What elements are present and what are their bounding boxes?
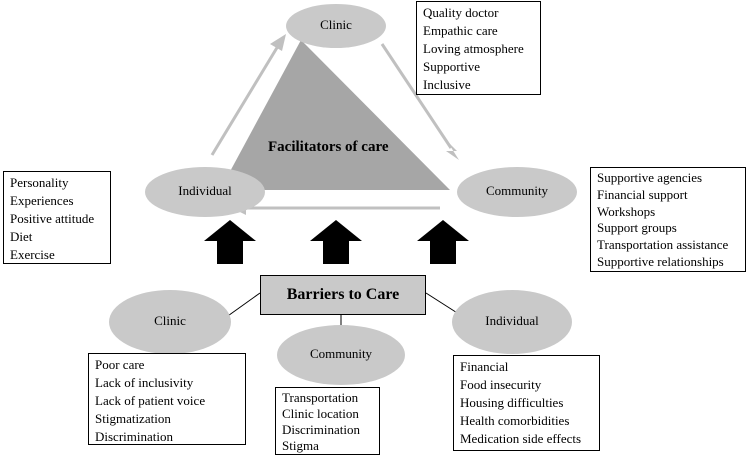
- list-item: Financial support: [597, 186, 688, 202]
- arrow-clinic-to-community: [380, 43, 453, 149]
- list-item: Personality: [10, 175, 69, 190]
- barriers-title: Barriers to Care: [286, 286, 400, 303]
- barrier-individual-list: Financial Food insecurity Housing diffic…: [453, 355, 600, 451]
- list-item: Lack of patient voice: [95, 393, 206, 408]
- list-item: Medication side effects: [460, 431, 582, 446]
- up-arrow-left: [204, 220, 256, 264]
- facilitators-title: Facilitators of care: [268, 139, 389, 155]
- list-item: Housing difficulties: [460, 395, 564, 410]
- list-item: Clinic location: [282, 406, 359, 421]
- up-arrow-center: [310, 220, 362, 264]
- arrow-individual-to-clinic-head: [270, 34, 286, 51]
- barrier-clinic-label: Clinic: [154, 313, 186, 328]
- list-item: Health comorbidities: [460, 413, 570, 428]
- list-item: Diet: [10, 229, 33, 244]
- facilitator-individual-list: Personality Experiences Positive attitud…: [3, 171, 111, 264]
- barriers-title-box: Barriers to Care: [260, 275, 426, 315]
- barrier-community-list: Transportation Clinic location Discrimin…: [275, 387, 380, 455]
- facilitator-community-label: Community: [485, 183, 549, 198]
- list-item: Loving atmosphere: [423, 41, 524, 56]
- up-arrow-right: [417, 220, 469, 264]
- facilitator-community-list: Supportive agencies Financial support Wo…: [590, 167, 746, 272]
- arrow-individual-to-clinic: [210, 45, 280, 156]
- facilitator-clinic-list: Quality doctor Empathic care Loving atmo…: [416, 1, 541, 95]
- connector-barriers-clinic: [224, 292, 261, 319]
- list-item: Food insecurity: [460, 377, 542, 392]
- list-item: Experiences: [10, 193, 74, 208]
- list-item: Supportive agencies: [597, 170, 703, 185]
- barrier-individual-ellipse: [452, 290, 572, 354]
- facilitators-triangle: [220, 40, 450, 190]
- list-item: Supportive relationships: [597, 253, 724, 269]
- list-item: Financial: [460, 359, 509, 374]
- facilitator-clinic-ellipse: [286, 4, 386, 48]
- list-item: Inclusive: [423, 77, 471, 92]
- facilitator-community-ellipse: [457, 167, 577, 217]
- list-item: Poor care: [95, 357, 145, 372]
- list-item: Quality doctor: [423, 5, 499, 20]
- list-item: Empathic care: [423, 23, 498, 38]
- list-item: Positive attitude: [10, 211, 95, 226]
- list-item: Discrimination: [282, 422, 360, 437]
- facilitator-individual-ellipse: [145, 167, 265, 217]
- facilitator-clinic-label: Clinic: [320, 17, 352, 32]
- list-item: Transportation assistance: [597, 237, 729, 253]
- list-item: Workshops: [597, 203, 656, 219]
- list-item: Exercise: [10, 247, 55, 262]
- arrow-clinic-to-community-head: [446, 141, 459, 160]
- barrier-individual-label: Individual: [485, 313, 539, 328]
- barrier-clinic-list: Poor care Lack of inclusivity Lack of pa…: [88, 353, 246, 445]
- barrier-community-ellipse: [277, 325, 405, 385]
- list-item: Transportation: [282, 390, 359, 405]
- list-item: Stigmatization: [95, 411, 171, 426]
- list-item: Lack of inclusivity: [95, 375, 194, 390]
- list-item: Supportive: [423, 59, 481, 74]
- list-item: Support groups: [597, 220, 677, 236]
- barrier-community-label: Community: [309, 346, 373, 361]
- facilitator-individual-label: Individual: [178, 183, 232, 198]
- list-item: Discrimination: [95, 429, 173, 444]
- barrier-clinic-ellipse: [109, 290, 231, 354]
- list-item: Stigma: [282, 438, 319, 453]
